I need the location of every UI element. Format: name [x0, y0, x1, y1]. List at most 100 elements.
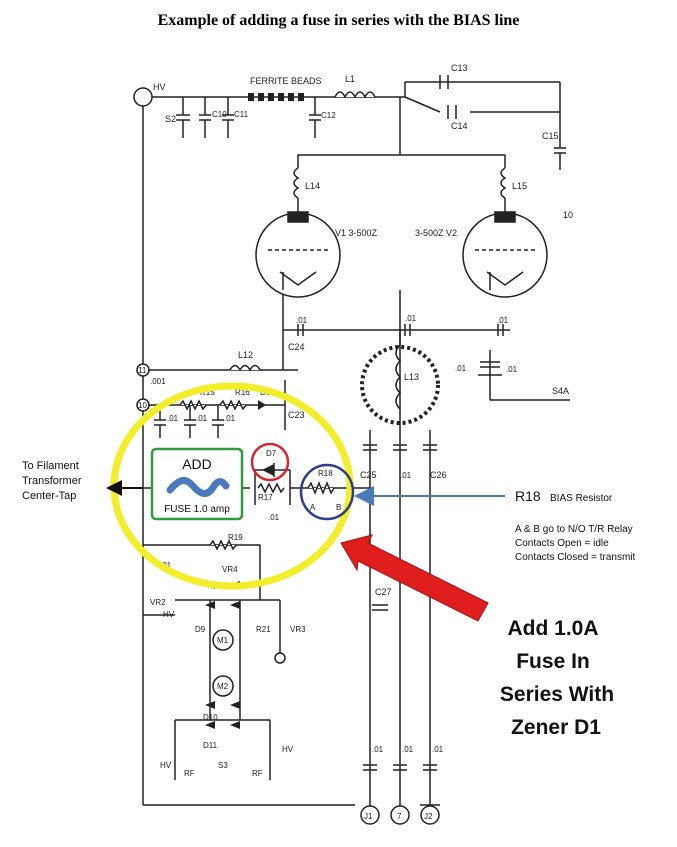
r17-cap-label: .01: [268, 513, 280, 522]
c12-label: C12: [321, 111, 336, 120]
c13-capacitor: [439, 75, 470, 89]
relay-note-line-3: Contacts Closed = transmit: [515, 552, 636, 563]
vr2-hv-label: HV: [163, 610, 175, 619]
relay-note-line-2: Contacts Open = idle: [515, 538, 609, 549]
v1-label: V1 3-500Z: [335, 228, 378, 238]
grid-caps: [297, 324, 504, 336]
l15-label: L15: [512, 181, 527, 191]
r18-title: R18: [515, 488, 541, 504]
d7-label: D7: [266, 449, 277, 458]
l13-label: L13: [404, 372, 419, 382]
d11-label: D11: [203, 741, 218, 750]
c27-label: C27: [375, 587, 392, 597]
terminal-10-label: 10: [138, 401, 147, 410]
r17-label: R17: [258, 493, 273, 502]
l1-coil: [334, 91, 376, 99]
d9-label: D9: [195, 625, 206, 634]
d10-label: D10: [203, 713, 218, 722]
right-caps: [478, 361, 502, 376]
terminal-10: [136, 398, 150, 412]
r16-label: R16: [235, 388, 250, 397]
bottom-cap-c-label: .01: [432, 745, 444, 754]
output-caps: [363, 444, 437, 451]
c25-value-label: .01: [400, 471, 412, 480]
terminal-11: [136, 363, 150, 377]
r19-label: R19: [228, 533, 243, 542]
m1-meter: [212, 629, 234, 651]
d6-diode: [258, 400, 266, 410]
r21-pot: [274, 652, 286, 664]
callout-line-3: Series With: [500, 683, 614, 706]
top-bypass-caps: [176, 97, 566, 170]
hv-label: HV: [153, 82, 166, 92]
filament-label-line-2: Transformer: [22, 475, 82, 487]
c10-label: 10: [563, 210, 573, 220]
header: Example of adding a fuse in series with …: [0, 0, 677, 36]
d7-highlight-circle: [250, 442, 290, 482]
j1-connector: [360, 805, 380, 825]
l14-label: L14: [305, 181, 320, 191]
c11-label: C11: [234, 110, 249, 119]
page-title: Example of adding a fuse in series with …: [157, 12, 520, 29]
l12-coil: [229, 364, 261, 372]
l15-choke: [500, 167, 507, 199]
r15-cap-a-label: .01: [167, 414, 179, 423]
j2-connector: [420, 805, 440, 825]
v2-label: 3-500Z V2: [415, 228, 457, 238]
grid-cap-right-label: .01: [497, 316, 509, 325]
j7-label: 7: [397, 812, 402, 821]
p001-label: .001: [150, 377, 166, 386]
c13-label: C13: [451, 63, 468, 73]
relay-note-line-1: A & B go to N/O T/R Relay: [515, 524, 633, 535]
s2-label: S2: [165, 114, 176, 124]
r18-highlight-circle: [299, 463, 355, 521]
fuse-icon: [166, 477, 230, 497]
r15-row-caps: [154, 405, 224, 438]
fuse-label: FUSE 1.0 amp: [164, 504, 230, 515]
c23-label: C23: [288, 410, 305, 420]
grid-cap-center-label: .01: [405, 314, 417, 323]
ferrite-label: FERRITE BEADS: [250, 76, 322, 86]
vr2-label: VR2: [150, 598, 166, 607]
s3-hv-label: HV: [160, 761, 172, 770]
c25-label: C25: [360, 470, 377, 480]
add-label: ADD: [182, 456, 212, 472]
right-cap-b-label: .01: [506, 365, 518, 374]
l12-label: L12: [238, 350, 253, 360]
fuse-box: [150, 447, 244, 521]
hv-terminal: [133, 87, 153, 107]
d7-zener: [262, 463, 275, 477]
r18-subtitle: BIAS Resistor: [550, 493, 613, 504]
c15-label: C15: [542, 131, 559, 141]
bottom-cap-a-label: .01: [372, 745, 384, 754]
s3-rf-right-label: RF: [252, 769, 263, 778]
tube-elements: [268, 211, 535, 290]
r17-resistor: [257, 482, 285, 494]
j1-label: J1: [364, 812, 373, 821]
c24-label: C24: [288, 342, 305, 352]
right-cap-a-label: .01: [455, 364, 467, 373]
callout-arrow: [340, 534, 489, 622]
m2-label: M2: [217, 682, 229, 691]
m2-meter: [212, 675, 234, 697]
r15-cap-b-label: .01: [196, 414, 208, 423]
diode-stack-lower: [205, 701, 240, 729]
terminal-11-label: 11: [138, 366, 147, 375]
s3-label: S3: [218, 761, 228, 770]
ferrite-beads: [248, 93, 304, 101]
callout-line-1: Add 1.0A: [507, 617, 598, 640]
vr4-label: VR4: [222, 565, 238, 574]
vr3-label: VR3: [290, 625, 306, 634]
r21-label: R21: [256, 625, 271, 634]
c14-capacitor: [447, 105, 457, 119]
l1-label: L1: [345, 74, 355, 84]
j7-connector: [390, 805, 410, 825]
filament-label-line-1: To Filament: [22, 460, 79, 472]
c14-label: C14: [451, 121, 468, 131]
r15-cap-c-label: .01: [224, 414, 236, 423]
j2-label: J2: [424, 812, 433, 821]
callout-line-2: Fuse In: [516, 650, 590, 673]
s3-hv-right-label: HV: [282, 745, 294, 754]
m1-label: M1: [217, 636, 229, 645]
